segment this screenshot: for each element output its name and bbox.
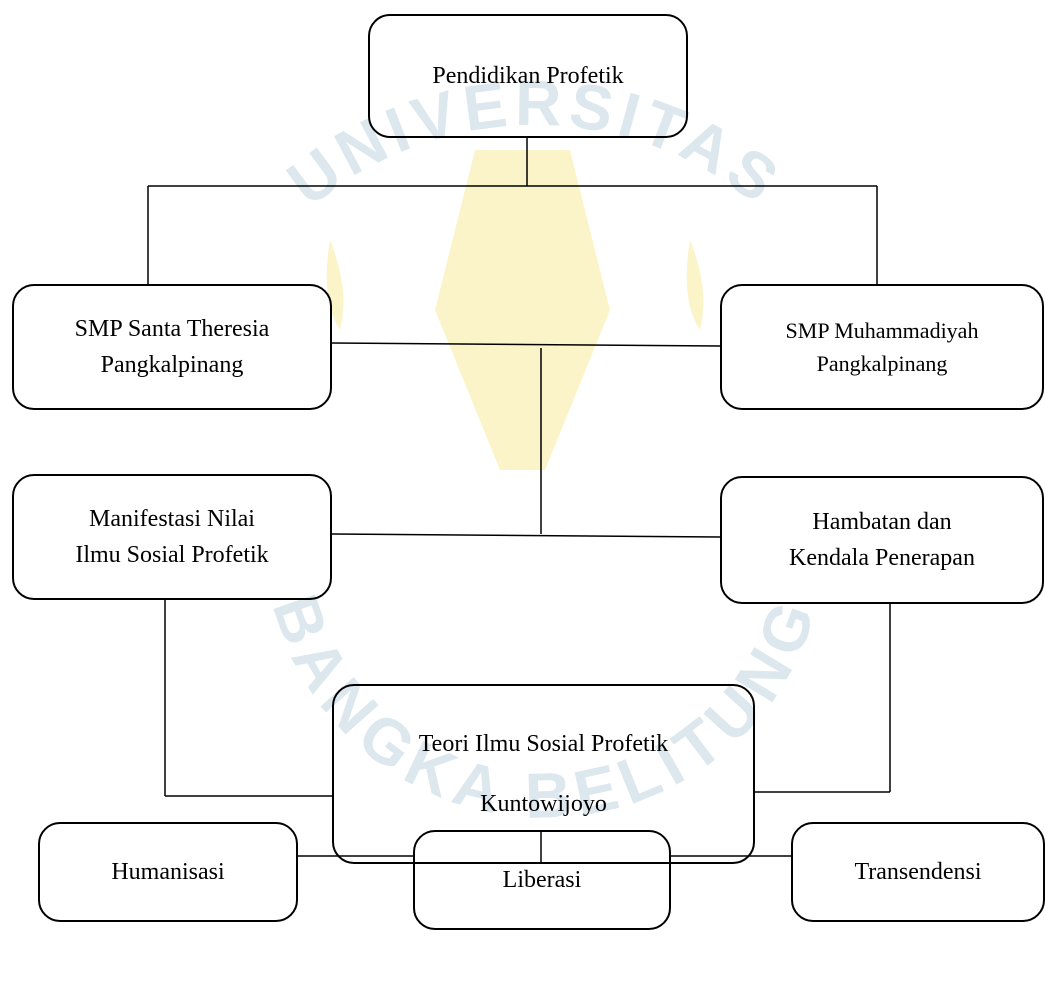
node-teori-line2: Kuntowijoyo (480, 791, 607, 817)
node-humanisasi: Humanisasi (38, 822, 298, 922)
node-hambatan-kendala-line2: Kendala Penerapan (789, 545, 975, 571)
node-pendidikan-profetik-label: Pendidikan Profetik (432, 63, 624, 89)
node-smp-santa-theresia-line1: SMP Santa Theresia (74, 316, 270, 342)
connector-schools (331, 342, 721, 347)
node-smp-muhammadiyah-line1: SMP Muhammadiyah (785, 318, 979, 343)
node-smp-muhammadiyah: SMP Muhammadiyah Pangkalpinang (720, 284, 1044, 410)
node-smp-santa-theresia-line2: Pangkalpinang (100, 352, 244, 378)
node-humanisasi-label: Humanisasi (111, 859, 225, 885)
node-smp-santa-theresia: SMP Santa Theresia Pangkalpinang (12, 284, 332, 410)
node-transendensi: Transendensi (791, 822, 1045, 922)
node-pendidikan-profetik: Pendidikan Profetik (368, 14, 688, 138)
node-transendensi-label: Transendensi (854, 859, 982, 885)
node-manifestasi-nilai-line1: Manifestasi Nilai (89, 506, 255, 532)
node-liberasi: Liberasi (413, 830, 671, 930)
node-hambatan-kendala: Hambatan dan Kendala Penerapan (720, 476, 1044, 604)
node-manifestasi-nilai-line2: Ilmu Sosial Profetik (75, 542, 269, 568)
node-teori-line1: Teori Ilmu Sosial Profetik (418, 731, 669, 757)
node-teori-ilmu-sosial-profetik: Teori Ilmu Sosial Profetik Kuntowijoyo (332, 684, 755, 864)
node-manifestasi-nilai: Manifestasi Nilai Ilmu Sosial Profetik (12, 474, 332, 600)
node-liberasi-label: Liberasi (502, 867, 582, 893)
node-hambatan-kendala-line1: Hambatan dan (812, 509, 952, 535)
node-smp-muhammadiyah-line2: Pangkalpinang (816, 351, 948, 376)
connector-middle (331, 533, 721, 538)
